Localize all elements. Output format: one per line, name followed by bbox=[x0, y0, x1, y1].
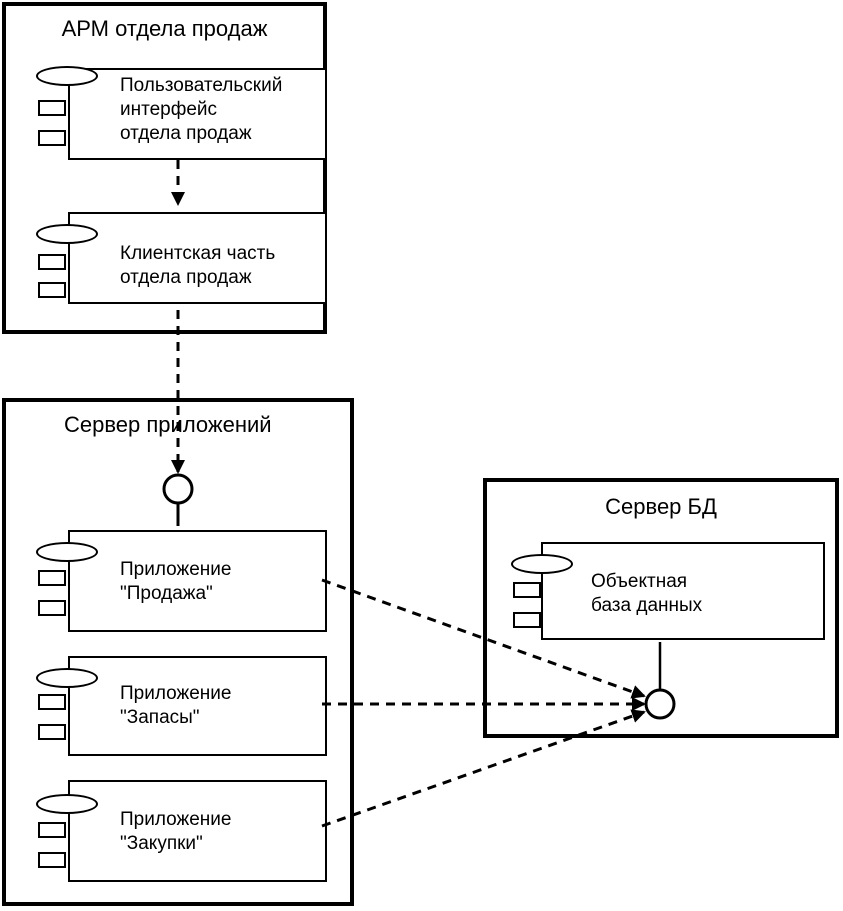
component-object-db: Объектная база данных bbox=[509, 540, 829, 640]
component-tab-icon bbox=[38, 100, 66, 116]
component-oval-icon bbox=[511, 554, 573, 574]
dependency-purchases-to-db bbox=[321, 709, 646, 828]
component-tab-icon bbox=[38, 724, 66, 740]
node-db-server-title: Сервер БД bbox=[605, 494, 717, 519]
component-tab-icon bbox=[38, 600, 66, 616]
component-stock-app-label: Приложение "Запасы" bbox=[120, 683, 232, 728]
component-tab-icon bbox=[38, 852, 66, 868]
component-oval-icon bbox=[36, 668, 98, 688]
component-tab-icon bbox=[38, 570, 66, 586]
component-oval-icon bbox=[36, 794, 98, 814]
component-client-part: Клиентская часть отдела продаж bbox=[34, 208, 334, 310]
component-tab-icon bbox=[38, 822, 66, 838]
component-user-interface: Пользовательский интерфейс отдела продаж bbox=[34, 62, 334, 164]
db-interface-icon bbox=[644, 688, 676, 720]
component-object-db-label: Объектная база данных bbox=[591, 571, 703, 616]
node-arm-title: АРМ отдела продаж bbox=[61, 16, 268, 41]
node-arm: АРМ отдела продаж Пользовательский интер… bbox=[2, 2, 327, 334]
component-tab-icon bbox=[513, 612, 541, 628]
component-client-part-label: Клиентская часть отдела продаж bbox=[120, 243, 276, 288]
component-purchases-app-label: Приложение "Закупки" bbox=[120, 809, 232, 854]
component-tab-icon bbox=[38, 130, 66, 146]
component-oval-icon bbox=[36, 66, 98, 86]
component-sales-app-label: Приложение "Продажа" bbox=[120, 559, 232, 604]
node-app-server: Сервер приложений Приложение "Продажа" П… bbox=[2, 398, 354, 906]
dependency-sales-to-db bbox=[321, 578, 646, 699]
component-tab-icon bbox=[38, 282, 66, 298]
component-oval-icon bbox=[36, 224, 98, 244]
component-oval-icon bbox=[36, 542, 98, 562]
component-tab-icon bbox=[513, 582, 541, 598]
component-tab-icon bbox=[38, 254, 66, 270]
app-server-interface-icon bbox=[162, 473, 194, 505]
node-app-server-title: Сервер приложений bbox=[64, 412, 272, 437]
component-purchases-app: Приложение "Закупки" bbox=[34, 778, 334, 884]
component-sales-app: Приложение "Продажа" bbox=[34, 526, 334, 632]
component-tab-icon bbox=[38, 694, 66, 710]
component-stock-app: Приложение "Запасы" bbox=[34, 652, 334, 758]
component-user-interface-label: Пользовательский интерфейс отдела продаж bbox=[120, 75, 283, 144]
